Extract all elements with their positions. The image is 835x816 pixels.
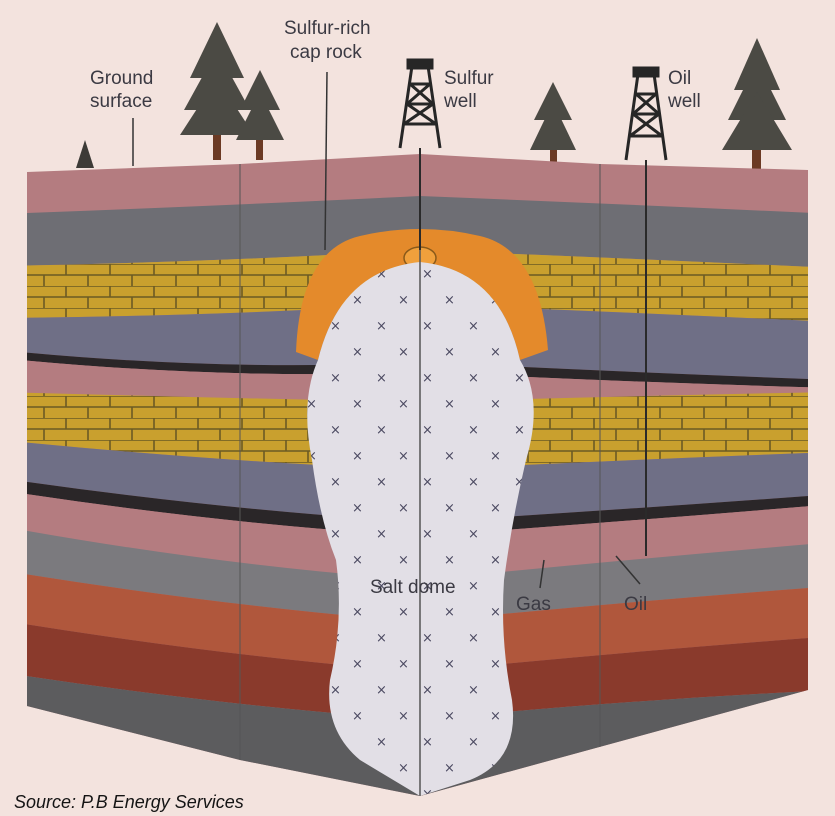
sulfur-derrick-icon bbox=[400, 60, 440, 148]
ground-surface-label-2: surface bbox=[90, 91, 152, 112]
cap-rock-label: Sulfur-rich bbox=[284, 18, 371, 39]
oil-label: Oil bbox=[624, 594, 647, 615]
sulfur-well-label: Sulfur bbox=[444, 68, 494, 89]
tree-icon bbox=[76, 140, 94, 168]
tree-icon bbox=[530, 82, 576, 162]
tree-icon bbox=[722, 38, 792, 172]
oil-well-label-2: well bbox=[667, 91, 701, 112]
salt-dome-label: Salt dome bbox=[370, 577, 456, 598]
oil-well-label: Oil bbox=[668, 68, 691, 89]
source-caption: Source: P.B Energy Services bbox=[14, 792, 244, 812]
oil-derrick-icon bbox=[626, 68, 666, 160]
gas-label: Gas bbox=[516, 594, 551, 615]
ground-surface-label: Ground bbox=[90, 68, 153, 89]
rock-layers bbox=[0, 140, 835, 816]
tree-icon bbox=[236, 70, 284, 160]
cap-rock-label-2: cap rock bbox=[290, 42, 362, 63]
sulfur-well-label-2: well bbox=[443, 91, 477, 112]
